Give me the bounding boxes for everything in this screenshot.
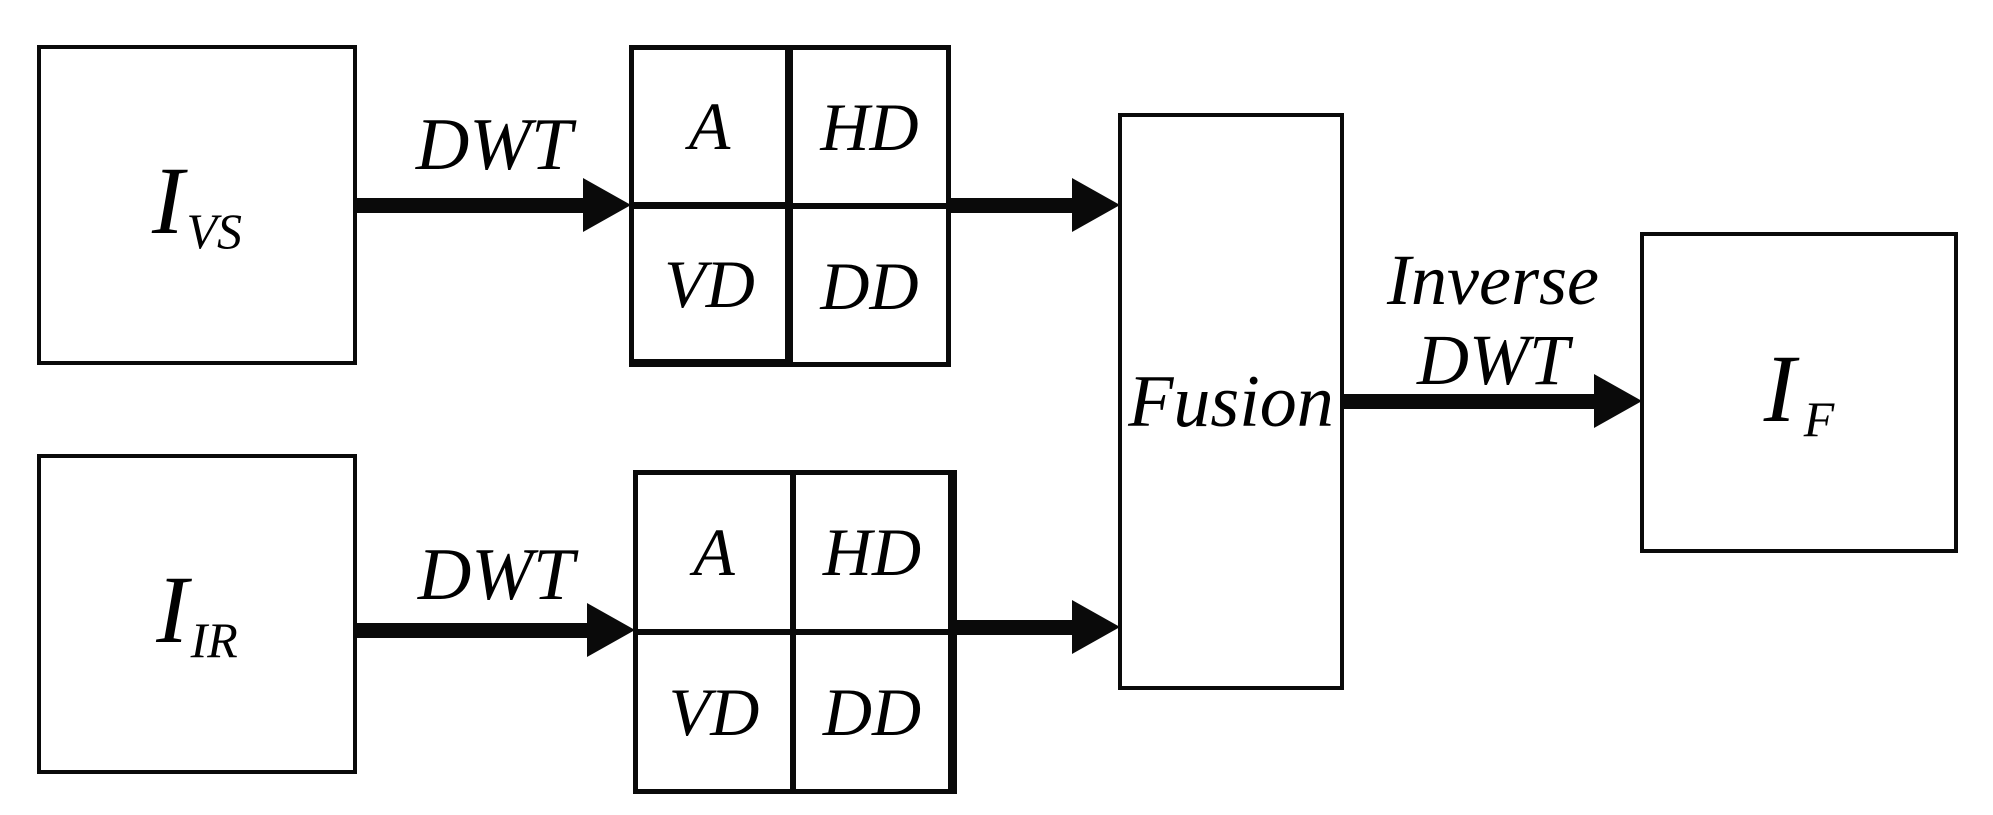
arrow-head-icon bbox=[587, 603, 635, 657]
arrow-gridvs-to-fusion bbox=[951, 178, 1120, 232]
inverse-dwt-line1: Inverse bbox=[1387, 240, 1599, 320]
if-symbol: I bbox=[1763, 334, 1796, 442]
input-box-iir: IIR bbox=[37, 454, 357, 774]
subband-cell-hd: HD bbox=[793, 472, 951, 632]
inverse-dwt-label: Inverse DWT bbox=[1348, 240, 1638, 400]
arrow-shaft bbox=[357, 197, 583, 213]
arrow-dwt-vs bbox=[357, 178, 631, 232]
subband-cell-a: A bbox=[635, 472, 793, 632]
arrow-gridir-to-fusion bbox=[957, 600, 1120, 654]
subband-cell-dd: DD bbox=[793, 632, 951, 792]
arrow-head-icon bbox=[1594, 374, 1642, 428]
subband-cell-hd: HD bbox=[790, 47, 949, 206]
dwt-vs-label: DWT bbox=[415, 104, 573, 186]
arrow-shaft bbox=[957, 619, 1072, 635]
subband-cell-vd: VD bbox=[631, 206, 790, 365]
iir-subscript: IR bbox=[190, 613, 238, 669]
arrow-dwt-ir bbox=[357, 603, 635, 657]
fusion-box: Fusion bbox=[1118, 113, 1344, 690]
arrow-inverse-dwt bbox=[1344, 374, 1642, 428]
arrow-shaft bbox=[1344, 393, 1594, 409]
arrow-shaft bbox=[357, 622, 587, 638]
dwt-ir-label: DWT bbox=[417, 534, 575, 616]
ivs-subscript: VS bbox=[186, 204, 242, 260]
subband-grid-vs: A HD VD DD bbox=[629, 45, 951, 367]
iir-label: IIR bbox=[156, 562, 238, 666]
iir-symbol: I bbox=[156, 556, 189, 664]
arrow-head-icon bbox=[1072, 600, 1120, 654]
subband-grid-ir: A HD VD DD bbox=[633, 470, 957, 794]
inverse-dwt-line2: DWT bbox=[1416, 320, 1569, 400]
arrow-head-icon bbox=[1072, 178, 1120, 232]
input-box-ivs: IVS bbox=[37, 45, 357, 365]
ivs-symbol: I bbox=[152, 147, 185, 255]
subband-cell-dd: DD bbox=[790, 206, 949, 365]
ivs-label: IVS bbox=[152, 153, 242, 257]
fusion-label: Fusion bbox=[1128, 360, 1334, 443]
arrow-head-icon bbox=[583, 178, 631, 232]
arrow-shaft bbox=[951, 197, 1072, 213]
if-subscript: F bbox=[1803, 391, 1835, 447]
subband-cell-a: A bbox=[631, 47, 790, 206]
subband-cell-vd: VD bbox=[635, 632, 793, 792]
